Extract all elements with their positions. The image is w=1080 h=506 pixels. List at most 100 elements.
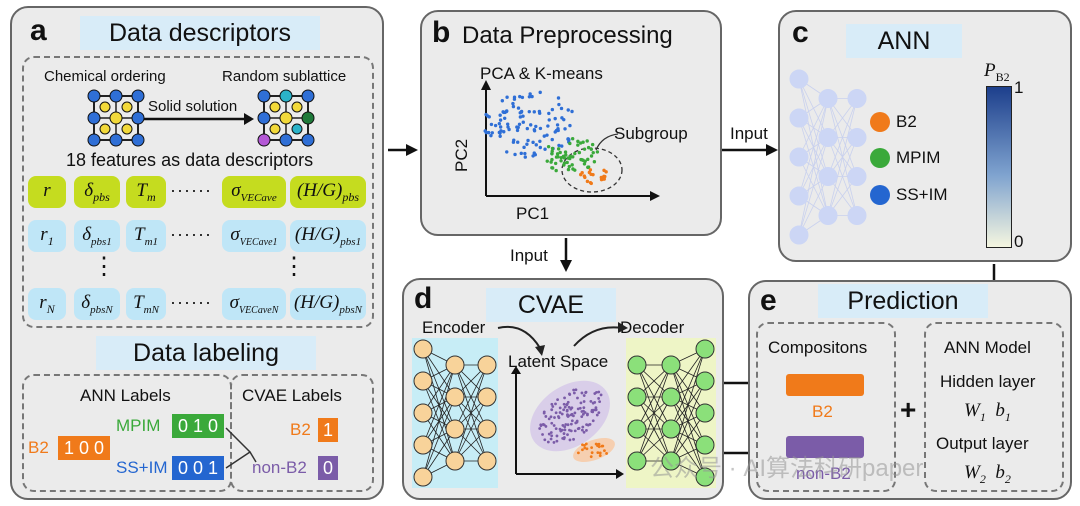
scatter-point bbox=[582, 147, 587, 151]
network-edge bbox=[798, 137, 829, 236]
scatter-point bbox=[576, 143, 580, 147]
scatter-point bbox=[523, 151, 527, 156]
latent-point bbox=[544, 425, 548, 428]
network-node bbox=[789, 225, 809, 245]
scatter-point bbox=[586, 157, 590, 162]
latent-point bbox=[550, 434, 554, 438]
scatter-point bbox=[515, 128, 520, 133]
network-node bbox=[477, 419, 497, 439]
scatter-point bbox=[519, 151, 523, 156]
scatter-point bbox=[583, 175, 587, 180]
output-layer-label: Output layer bbox=[936, 434, 1029, 453]
scatter-point bbox=[550, 152, 554, 156]
descriptors-box bbox=[22, 56, 374, 328]
scatter-point bbox=[521, 114, 525, 118]
scatter-point bbox=[550, 107, 555, 112]
panel-a-title: Data descriptors bbox=[80, 16, 320, 50]
scatter-point bbox=[588, 180, 593, 185]
scatter-point bbox=[568, 123, 572, 128]
scatter-point bbox=[585, 139, 589, 143]
latent-point bbox=[542, 411, 546, 415]
latent-point bbox=[559, 429, 563, 433]
scatter-point bbox=[547, 118, 551, 122]
latent-point bbox=[558, 411, 562, 414]
vdots-left: ⋮ bbox=[92, 253, 116, 280]
network-node bbox=[413, 371, 433, 391]
latent-point bbox=[546, 440, 550, 444]
latent-point bbox=[570, 419, 574, 423]
colorbar-max: 1 bbox=[1014, 78, 1024, 97]
panel-c-letter: c bbox=[792, 16, 809, 49]
features-title: 18 features as data descriptors bbox=[66, 150, 314, 170]
scatter-point bbox=[583, 159, 587, 163]
latent-point bbox=[551, 405, 555, 408]
scatter-point bbox=[550, 149, 554, 153]
scatter-point bbox=[542, 134, 546, 138]
latent-point bbox=[597, 411, 601, 415]
ann-ssim-code: 0 0 1 bbox=[172, 456, 224, 480]
ann-mpim-code: 0 1 0 bbox=[172, 414, 224, 438]
output-node-ssim bbox=[870, 185, 890, 205]
scatter-point bbox=[566, 167, 571, 172]
scatter-point bbox=[527, 95, 532, 99]
scatter-point bbox=[498, 125, 503, 129]
scatter-point bbox=[570, 163, 574, 167]
scatter-point bbox=[563, 127, 567, 131]
scatter-point bbox=[576, 139, 580, 144]
latent-point bbox=[555, 434, 559, 438]
latent-point bbox=[563, 428, 567, 432]
scatter-point bbox=[566, 137, 570, 141]
network-node bbox=[847, 206, 867, 225]
panel-b bbox=[420, 10, 722, 236]
scatter-point bbox=[504, 109, 509, 114]
scatter-point bbox=[500, 99, 505, 103]
network-edge bbox=[636, 364, 672, 430]
nonb2-composition-label: non-B2 bbox=[796, 464, 851, 483]
pca-scatter-plot bbox=[481, 80, 660, 201]
feature-t-sub: m bbox=[146, 189, 156, 204]
network-edge bbox=[636, 396, 672, 462]
scatter-point bbox=[518, 115, 523, 119]
feature-sigma1: σVECave1 bbox=[222, 220, 286, 252]
scatter-point bbox=[559, 106, 564, 111]
latent-point bbox=[562, 432, 566, 435]
feature-delta1-sym: δ bbox=[82, 224, 92, 245]
feature-r1-sub: 1 bbox=[47, 233, 54, 248]
scatter-point bbox=[568, 141, 572, 146]
colorbar-label-p: P bbox=[984, 60, 996, 81]
colorbar-min: 0 bbox=[1014, 232, 1024, 251]
decoder-network bbox=[627, 339, 715, 487]
feature-sigma-sym: σ bbox=[231, 180, 241, 201]
output-node-b2 bbox=[870, 112, 890, 132]
latent-point bbox=[573, 411, 577, 415]
feature-tn-sym: T bbox=[133, 292, 144, 313]
feature-delta-sym: δ bbox=[84, 180, 94, 201]
latent-point bbox=[583, 446, 587, 450]
label-connector bbox=[225, 427, 257, 469]
scatter-point bbox=[554, 155, 559, 159]
network-node bbox=[413, 339, 433, 359]
latent-label: Latent Space bbox=[508, 352, 609, 371]
latent-point bbox=[553, 416, 556, 419]
scatter-point bbox=[582, 162, 587, 166]
feature-hgn-sub: pbsN bbox=[339, 303, 362, 316]
chem-ordering-label: Chemical ordering bbox=[44, 68, 166, 85]
feature-hg1: (H/G)pbs1 bbox=[290, 220, 366, 252]
scatter-point bbox=[579, 157, 583, 162]
latent-point bbox=[598, 451, 602, 455]
b2-composition-bar bbox=[786, 374, 864, 396]
latent-point bbox=[557, 415, 560, 418]
latent-point bbox=[550, 421, 554, 425]
scatter-point bbox=[526, 138, 530, 143]
latent-point bbox=[549, 415, 553, 419]
scatter-point bbox=[538, 126, 543, 131]
scatter-point bbox=[602, 177, 606, 181]
arrow-b-to-c bbox=[722, 144, 778, 156]
latent-point bbox=[570, 412, 574, 416]
network-edge bbox=[798, 176, 829, 236]
latent-point bbox=[549, 437, 553, 441]
network-node bbox=[661, 387, 681, 407]
scatter-point bbox=[490, 131, 494, 135]
latent-point bbox=[563, 396, 566, 400]
scatter-point bbox=[553, 161, 558, 166]
